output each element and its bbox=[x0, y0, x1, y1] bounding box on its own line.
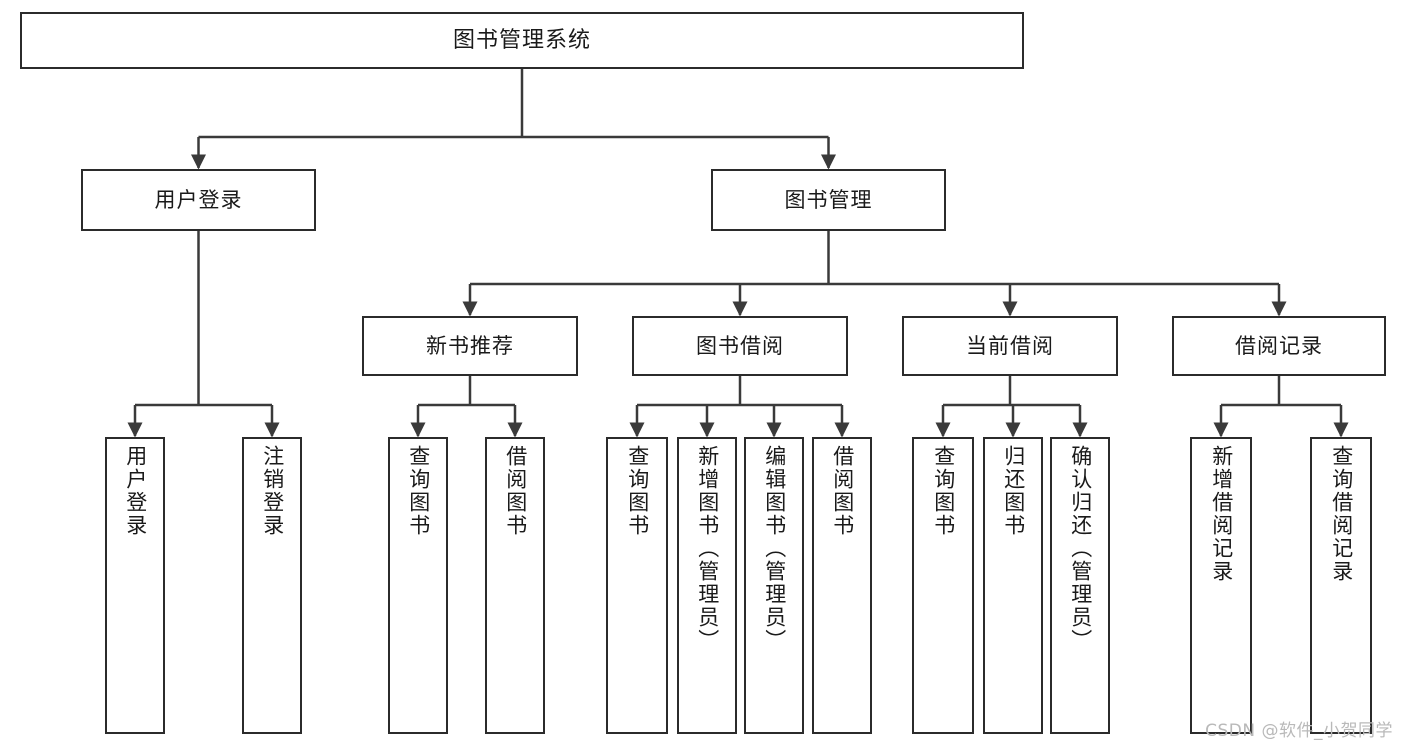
leaf-query-book-c[interactable]: 查询图书 bbox=[912, 437, 974, 734]
leaf-add-book-admin[interactable]: 新增图书（管理员） bbox=[677, 437, 737, 734]
leaf-add-borrow-record-label: 新增借阅记录 bbox=[1209, 445, 1234, 583]
leaf-user-login-label: 用户登录 bbox=[123, 445, 148, 537]
leaf-add-borrow-record[interactable]: 新增借阅记录 bbox=[1190, 437, 1252, 734]
node-root[interactable]: 图书管理系统 bbox=[20, 12, 1024, 69]
leaf-confirm-return-admin[interactable]: 确认归还（管理员） bbox=[1050, 437, 1110, 734]
leaf-borrow-book-a[interactable]: 借阅图书 bbox=[485, 437, 545, 734]
leaf-logout[interactable]: 注销登录 bbox=[242, 437, 302, 734]
node-user-login-label: 用户登录 bbox=[154, 187, 243, 212]
node-new-book-recommendation-label: 新书推荐 bbox=[426, 333, 514, 358]
leaf-query-book-b[interactable]: 查询图书 bbox=[606, 437, 668, 734]
leaf-confirm-return-admin-label: 确认归还（管理员） bbox=[1068, 445, 1093, 652]
node-book-borrowing[interactable]: 图书借阅 bbox=[632, 316, 848, 376]
leaf-query-book-b-label: 查询图书 bbox=[625, 445, 650, 537]
leaf-borrow-book-b-label: 借阅图书 bbox=[830, 445, 855, 537]
leaf-logout-label: 注销登录 bbox=[260, 445, 285, 537]
node-root-label: 图书管理系统 bbox=[452, 27, 591, 53]
leaf-query-book-a-label: 查询图书 bbox=[406, 445, 431, 537]
leaf-user-login[interactable]: 用户登录 bbox=[105, 437, 165, 734]
node-borrow-record-label: 借阅记录 bbox=[1235, 333, 1323, 358]
leaf-edit-book-admin-label: 编辑图书（管理员） bbox=[762, 445, 787, 652]
node-user-login[interactable]: 用户登录 bbox=[81, 169, 316, 231]
watermark: CSDN @软件_小贺同学 bbox=[1205, 721, 1393, 741]
leaf-add-book-admin-label: 新增图书（管理员） bbox=[695, 445, 720, 652]
leaf-borrow-book-b[interactable]: 借阅图书 bbox=[812, 437, 872, 734]
node-new-book-recommendation[interactable]: 新书推荐 bbox=[362, 316, 578, 376]
node-book-management[interactable]: 图书管理 bbox=[711, 169, 946, 231]
node-book-borrowing-label: 图书借阅 bbox=[696, 333, 784, 358]
leaf-edit-book-admin[interactable]: 编辑图书（管理员） bbox=[744, 437, 804, 734]
leaf-return-book[interactable]: 归还图书 bbox=[983, 437, 1043, 734]
node-current-borrowing[interactable]: 当前借阅 bbox=[902, 316, 1118, 376]
leaf-query-borrow-record[interactable]: 查询借阅记录 bbox=[1310, 437, 1372, 734]
node-book-management-label: 图书管理 bbox=[784, 187, 873, 212]
leaf-return-book-label: 归还图书 bbox=[1001, 445, 1026, 537]
leaf-query-book-a[interactable]: 查询图书 bbox=[388, 437, 448, 734]
leaf-query-borrow-record-label: 查询借阅记录 bbox=[1329, 445, 1354, 583]
leaf-query-book-c-label: 查询图书 bbox=[931, 445, 956, 537]
leaf-borrow-book-a-label: 借阅图书 bbox=[503, 445, 528, 537]
node-current-borrowing-label: 当前借阅 bbox=[966, 333, 1054, 358]
node-borrow-record[interactable]: 借阅记录 bbox=[1172, 316, 1386, 376]
